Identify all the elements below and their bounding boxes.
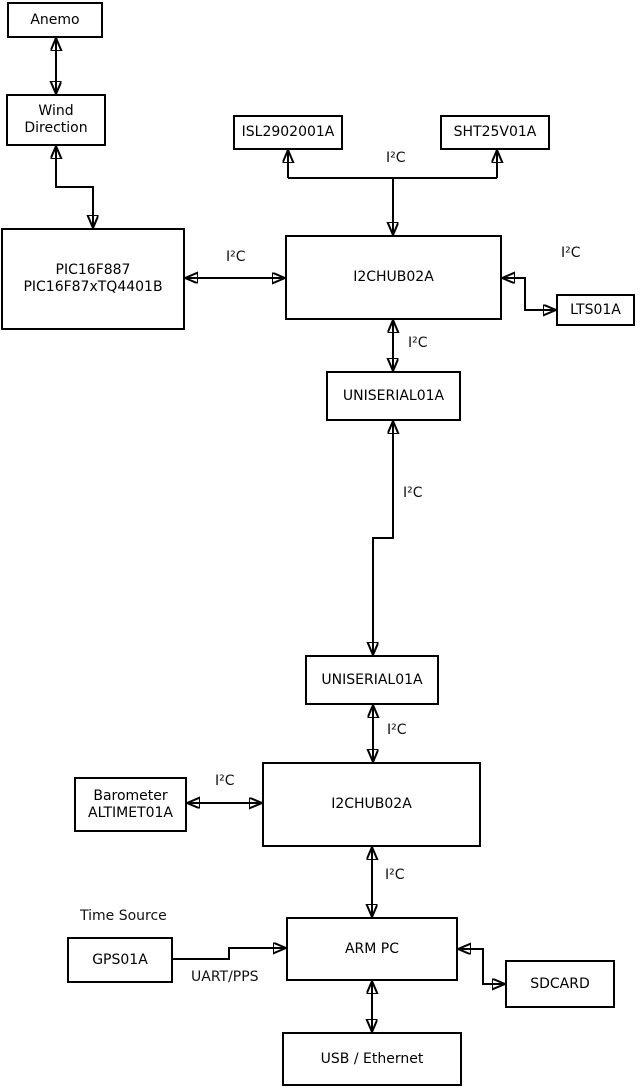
node-pic: PIC16F887 PIC16F87xTQ4401B <box>1 228 185 330</box>
edge-label-i2c-barometer-hub: I²C <box>215 773 235 789</box>
edge-label-i2c-hub-armpc: I²C <box>385 867 405 883</box>
node-arm-pc: ARM PC <box>286 917 458 981</box>
node-usb-ethernet: USB / Ethernet <box>282 1032 462 1086</box>
node-isl2902001a-label: ISL2902001A <box>241 124 335 140</box>
node-wind-direction: Wind Direction <box>6 94 106 146</box>
node-uniserial01a-upper-label: UNISERIAL01A <box>342 387 445 404</box>
connector-winddirection-pic <box>56 146 93 228</box>
node-isl2902001a: ISL2902001A <box>233 115 343 150</box>
node-anemo-label: Anemo <box>30 11 80 28</box>
node-sht25v01a-label: SHT25V01A <box>453 124 537 140</box>
connector-uniserial-upper-uniserial-lower <box>373 421 393 655</box>
node-pic-line1: PIC16F887 <box>55 262 131 278</box>
node-uniserial01a-lower: UNISERIAL01A <box>305 655 439 705</box>
connector-i2chub-upper-lts <box>502 278 556 310</box>
node-pic-line2: PIC16F87xTQ4401B <box>23 279 163 295</box>
edge-label-i2c-pic-hub: I²C <box>226 249 246 265</box>
node-i2chub02a-upper-label: I2CHUB02A <box>353 269 434 285</box>
node-i2chub02a-lower-label: I2CHUB02A <box>331 796 412 812</box>
node-i2chub02a-lower: I2CHUB02A <box>262 762 481 847</box>
node-lts01a-label: LTS01A <box>570 301 621 318</box>
node-uniserial01a-lower-label: UNISERIAL01A <box>321 671 423 688</box>
node-gps01a-label: GPS01A <box>92 951 148 968</box>
node-anemo: Anemo <box>7 2 103 38</box>
node-sht25v01a: SHT25V01A <box>440 115 550 150</box>
node-i2chub02a-upper: I2CHUB02A <box>285 235 502 320</box>
node-gps01a: GPS01A <box>67 937 173 983</box>
edge-label-i2c-uniserial-hub: I²C <box>387 722 407 738</box>
edge-label-i2c-uniserial-link: I²C <box>403 485 423 501</box>
node-lts01a: LTS01A <box>556 294 635 326</box>
edge-label-i2c-hub-uniserial: I²C <box>408 335 428 351</box>
node-barometer: Barometer ALTIMET01A <box>74 777 187 832</box>
node-barometer-line2: ALTIMET01A <box>88 804 173 821</box>
node-usb-ethernet-label: USB / Ethernet <box>320 1050 424 1067</box>
node-arm-pc-label: ARM PC <box>344 940 400 957</box>
node-sdcard-label: SDCARD <box>530 975 590 992</box>
edge-label-i2c-hub-lts: I²C <box>561 245 581 261</box>
edge-label-time-source: Time Source <box>80 908 167 924</box>
node-wind-direction-line1: Wind <box>38 103 74 119</box>
node-wind-direction-line2: Direction <box>24 120 88 136</box>
node-sdcard: SDCARD <box>505 960 615 1008</box>
node-barometer-line1: Barometer <box>93 787 168 804</box>
edge-label-i2c-sensor-bus: I²C <box>386 150 406 166</box>
connector-armpc-sdcard <box>458 949 505 984</box>
node-uniserial01a-upper: UNISERIAL01A <box>326 371 461 421</box>
edge-label-uart-pps: UART/PPS <box>191 969 259 985</box>
connector-gps-armpc <box>173 948 286 960</box>
